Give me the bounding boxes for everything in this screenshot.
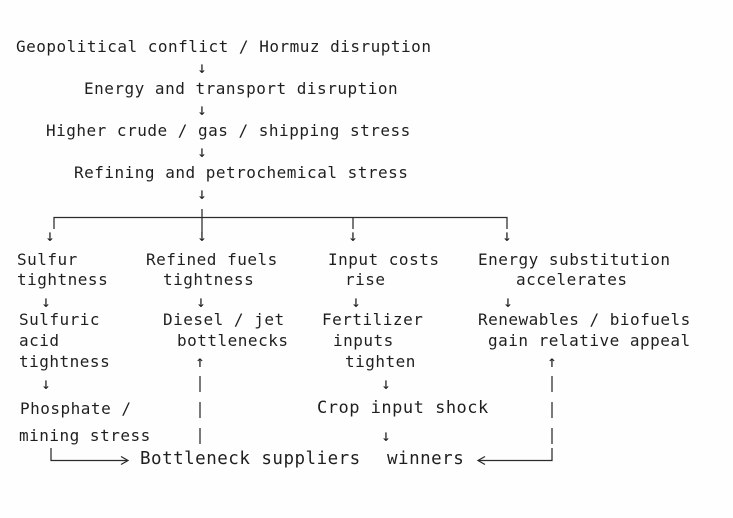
down-arrow-icon: ↓: [381, 426, 391, 445]
chain-step-refining-petrochemical: Refining and petrochemical stress: [74, 163, 409, 182]
down-arrow-icon: ↓: [348, 226, 358, 245]
up-arrow-icon: ↑: [195, 352, 205, 371]
column-inputs-stage1-label2: rise: [345, 270, 386, 289]
down-arrow-icon: ↓: [197, 58, 207, 77]
up-arrow-icon: ↑: [547, 352, 557, 371]
column-sulfur-stage1-label2: tightness: [17, 270, 109, 289]
down-arrow-icon: ↓: [197, 142, 207, 161]
column-sulfur-stage2-label: Sulfuric: [19, 310, 101, 329]
column-energy-stage2-label2: gain relative appeal: [488, 331, 691, 350]
left-arrowhead-icon: [476, 455, 486, 466]
column-sulfur-stage3-label2: mining stress: [19, 426, 151, 445]
down-arrow-icon: ↓: [503, 292, 513, 311]
down-arrow-icon: ↓: [197, 184, 207, 203]
column-fuels-stage2-label: Diesel / jet: [163, 310, 285, 329]
right-arrowhead-icon: [120, 455, 130, 466]
down-arrow-icon: ↓: [381, 374, 391, 393]
column-inputs-stage2-label: Fertilizer: [322, 310, 424, 329]
down-arrow-icon: ↓: [351, 292, 361, 311]
down-arrow-icon: ↓: [197, 226, 207, 245]
column-inputs-stage1-label: Input costs: [328, 250, 440, 269]
branch-bar-line: [53, 216, 508, 229]
column-sulfur-stage2-label2: acid: [19, 331, 60, 350]
chain-step-geopolitical: Geopolitical conflict / Hormuz disruptio…: [16, 37, 432, 56]
down-arrow-icon: ↓: [196, 292, 206, 311]
bottom-right-connector-line: [479, 448, 553, 462]
down-arrow-icon: ↓: [41, 292, 51, 311]
column-inputs-stage2-label2: inputs: [333, 331, 394, 350]
down-arrow-icon: ↓: [502, 226, 512, 245]
bottleneck-suppliers-label: Bottleneck suppliers: [140, 449, 361, 469]
down-arrow-icon: ↓: [45, 226, 55, 245]
column-energy-stage1-label: Energy substitution: [478, 250, 671, 269]
column-sulfur-stage2-label3: tightness: [19, 352, 111, 371]
chain-step-energy-transport: Energy and transport disruption: [84, 79, 399, 98]
column-inputs-stage3-label: Crop input shock: [317, 398, 489, 418]
down-arrow-icon: ↓: [41, 374, 51, 393]
column-fuels-stage1-label2: tightness: [163, 270, 255, 289]
column-sulfur-stage3-label: Phosphate /: [20, 399, 132, 418]
column-sulfur-stage1-label: Sulfur: [17, 250, 78, 269]
down-arrow-icon: ↓: [197, 100, 207, 119]
bottom-left-connector-line: [50, 448, 127, 462]
column-fuels-stage2-label2: bottlenecks: [177, 331, 289, 350]
winners-label: winners: [387, 449, 465, 469]
chain-step-crude-gas-shipping: Higher crude / gas / shipping stress: [46, 121, 411, 140]
column-inputs-stage2-label3: tighten: [345, 352, 416, 371]
column-fuels-stage1-label: Refined fuels: [146, 250, 278, 269]
column-energy-stage1-label2: accelerates: [516, 270, 628, 289]
column-energy-stage2-label: Renewables / biofuels: [478, 310, 691, 329]
